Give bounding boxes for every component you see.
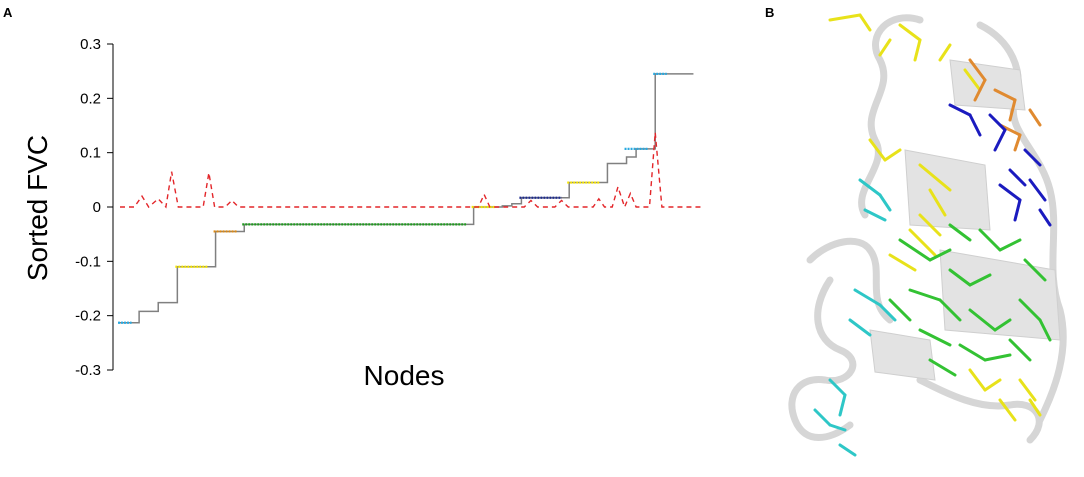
cyan-residue (863, 208, 887, 222)
yellow-residue (968, 368, 987, 392)
panel-label-a: A (3, 5, 13, 20)
y-tick-label: 0.2 (80, 90, 101, 107)
green-residue (968, 273, 992, 287)
blue-residue (993, 128, 1007, 152)
green-residue (948, 268, 972, 287)
y-axis-title: Sorted FVC (22, 135, 53, 281)
blue-residue (988, 113, 1007, 132)
yellow-residue (913, 38, 922, 62)
cyan-residue (848, 318, 872, 337)
yellow-residue (1018, 378, 1037, 402)
yellow-residue (998, 398, 1017, 422)
cyan-residue (838, 443, 857, 457)
yellow-residue (858, 13, 872, 32)
yellow-residue (963, 68, 982, 92)
yellow-residue (878, 38, 892, 57)
y-tick-label: -0.2 (75, 308, 101, 325)
green-residue (948, 223, 972, 242)
y-ticks: 0.3 0.2 0.1 0 -0.1 -0.2 -0.3 (75, 36, 113, 379)
blue-residue (1028, 178, 1047, 202)
green-residue (938, 298, 962, 322)
cyan-residue (838, 393, 847, 417)
sorted-fvc-step-line (120, 73, 694, 324)
blue-residue (1013, 198, 1022, 222)
ribbon-sheets (869, 59, 1061, 381)
yellow-residue (908, 228, 937, 257)
blue-residue (968, 113, 982, 137)
orange-residue (973, 78, 987, 102)
blue-residue (1023, 148, 1042, 167)
green-residue (1018, 298, 1042, 322)
orange-residue (1013, 133, 1022, 152)
yellow-residue (883, 148, 902, 162)
yellow-residue (983, 378, 1002, 392)
y-tick-label: -0.3 (75, 362, 101, 379)
blue-residue (998, 183, 1022, 202)
sorted-fvc-chart: 0.3 0.2 0.1 0 -0.1 -0.2 -0.3 Nodes Sorted FVC (22, 36, 703, 391)
y-tick-label: 0.1 (80, 145, 101, 162)
cyan-residue (878, 303, 897, 322)
green-residue (968, 308, 997, 332)
green-residue (993, 318, 1012, 332)
green-residue (1023, 258, 1047, 282)
yellow-residue (918, 163, 952, 192)
blue-residue (948, 103, 972, 117)
red-dashed-line (120, 132, 703, 209)
green-residue (1008, 338, 1032, 362)
yellow-residue (868, 138, 887, 162)
orange-residue (968, 58, 987, 82)
yellow-residue (938, 43, 952, 62)
y-tick-label: 0 (93, 199, 101, 216)
cyan-residue (853, 288, 882, 307)
green-residue (983, 353, 1012, 362)
protein-structure-image (788, 13, 1067, 457)
yellow-residue (1028, 398, 1042, 417)
green-residue (958, 343, 987, 362)
yellow-residue (928, 188, 947, 217)
green-residue (928, 248, 952, 262)
yellow-residue (828, 13, 862, 22)
green-residue (888, 298, 912, 322)
x-axis-title: Nodes (364, 360, 445, 391)
yellow-residue (898, 23, 922, 42)
blue-residue (1008, 168, 1027, 187)
panel-label-b: B (765, 5, 775, 20)
yellow-residue (888, 253, 917, 272)
y-tick-label: 0.3 (80, 36, 101, 53)
y-tick-label: -0.1 (75, 253, 101, 270)
cyan-residue (858, 178, 882, 197)
green-residue (1038, 318, 1052, 342)
orange-residue (1008, 98, 1017, 122)
green-residue (908, 288, 942, 302)
green-residue (898, 238, 932, 262)
residue-sticks (813, 13, 1052, 457)
orange-residue (1028, 108, 1042, 127)
green-residue (978, 228, 1002, 252)
cyan-residue (813, 408, 832, 427)
cyan-residue (878, 193, 892, 212)
green-residue (918, 328, 952, 347)
plot-area (118, 72, 703, 324)
green-residue (928, 358, 957, 377)
blue-residue (1038, 208, 1052, 227)
green-residue (998, 238, 1022, 252)
cyan-residue (828, 423, 847, 432)
cyan-residue (828, 378, 847, 397)
yellow-residue (918, 213, 942, 237)
orange-residue (993, 88, 1017, 102)
